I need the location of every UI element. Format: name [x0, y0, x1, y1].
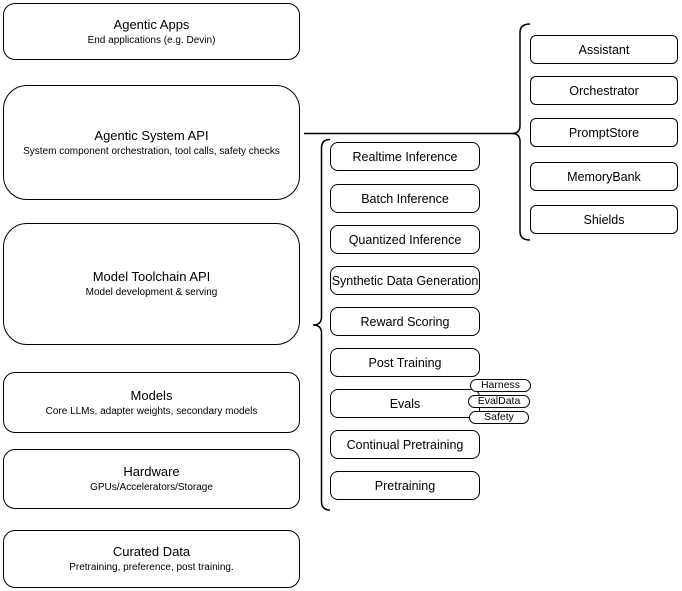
layer-agentic-system-api: Agentic System API System component orch…	[3, 85, 300, 200]
layer-title: Curated Data	[112, 544, 191, 559]
layer-title: Agentic Apps	[113, 16, 190, 32]
eval-tag-evaldata: EvalData	[468, 395, 530, 408]
toolchain-item-reward-scoring: Reward Scoring	[330, 307, 480, 336]
layer-title: Model Toolchain API	[92, 269, 211, 284]
eval-tag-harness: Harness	[470, 379, 531, 392]
toolchain-item-continual-pretraining: Continual Pretraining	[330, 430, 480, 459]
layer-hardware: Hardware GPUs/Accelerators/Storage	[3, 449, 300, 509]
layer-subtitle: Core LLMs, adapter weights, secondary mo…	[45, 405, 258, 417]
layer-title: Agentic System API	[94, 127, 209, 143]
toolchain-item-pretraining: Pretraining	[330, 471, 480, 500]
component-memorybank: MemoryBank	[530, 162, 678, 191]
layer-title: Hardware	[123, 464, 180, 479]
toolchain-item-evals: Evals	[330, 389, 480, 418]
layer-subtitle: System component orchestration, tool cal…	[23, 145, 280, 157]
layer-agentic-apps: Agentic Apps End applications (e.g. Devi…	[3, 3, 300, 60]
component-promptstore: PromptStore	[530, 118, 678, 147]
component-assistant: Assistant	[530, 35, 678, 64]
toolchain-item-quantized-inference: Quantized Inference	[330, 225, 480, 254]
toolchain-brace-icon	[312, 138, 331, 511]
layer-subtitle: Model development & serving	[85, 287, 218, 298]
component-shields: Shields	[530, 205, 678, 234]
layer-subtitle: End applications (e.g. Devin)	[87, 34, 216, 46]
system-brace-icon	[511, 23, 531, 241]
layer-title: Models	[130, 387, 173, 403]
toolchain-item-batch-inference: Batch Inference	[330, 184, 480, 213]
eval-tag-safety: Safety	[469, 411, 529, 424]
layer-models: Models Core LLMs, adapter weights, secon…	[3, 372, 300, 433]
layer-curated-data: Curated Data Pretraining, preference, po…	[3, 530, 300, 588]
component-orchestrator: Orchestrator	[530, 76, 678, 105]
layer-subtitle: Pretraining, preference, post training.	[69, 562, 234, 573]
toolchain-item-post-training: Post Training	[330, 348, 480, 377]
toolchain-item-synthetic-data-generation: Synthetic Data Generation	[330, 266, 480, 295]
layer-subtitle: GPUs/Accelerators/Storage	[90, 482, 213, 493]
toolchain-item-realtime-inference: Realtime Inference	[330, 142, 480, 171]
layer-model-toolchain-api: Model Toolchain API Model development & …	[3, 223, 300, 345]
